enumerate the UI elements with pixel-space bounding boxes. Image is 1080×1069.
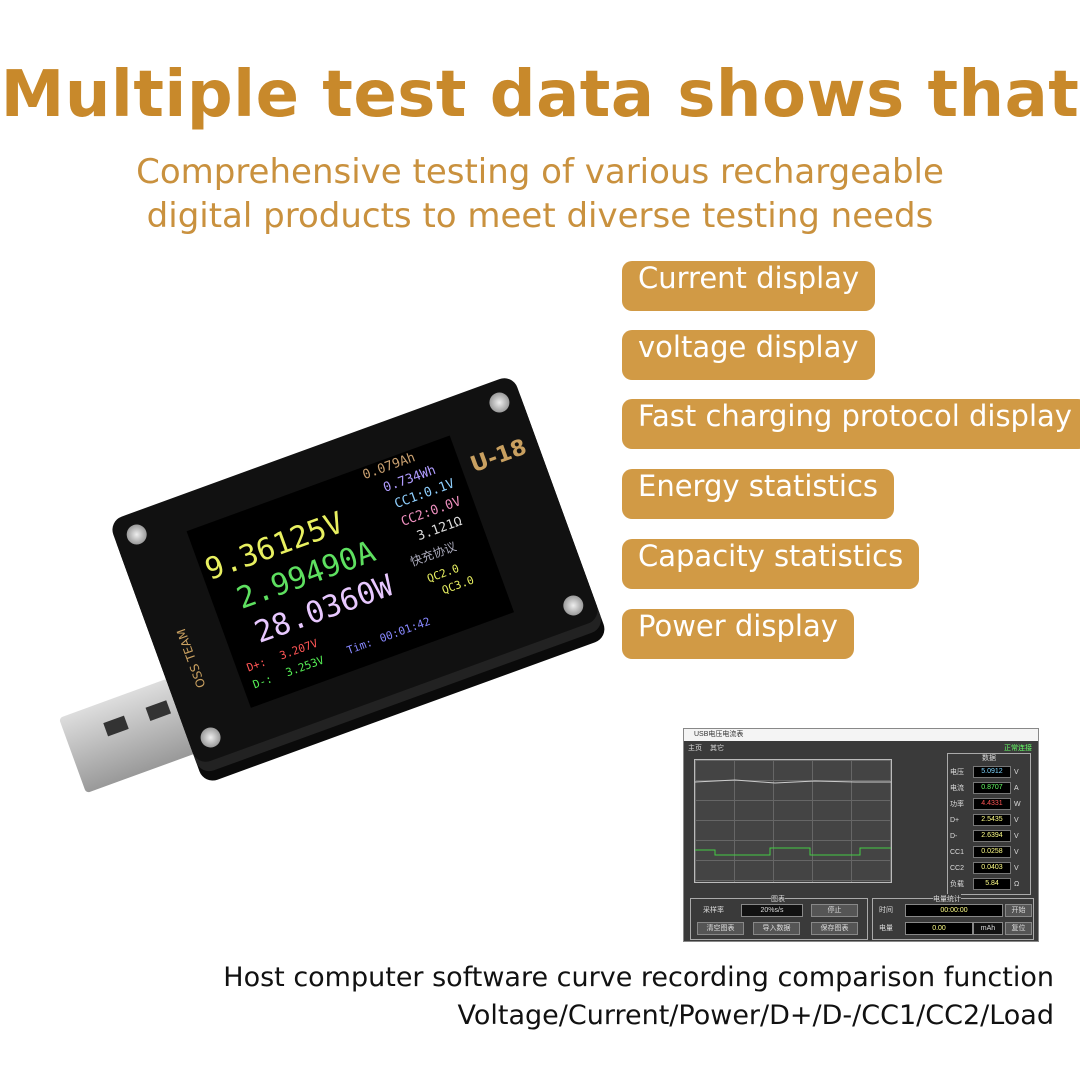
dminus-label: D-: — [251, 672, 275, 692]
panel-title: 数据 — [982, 755, 996, 762]
import-data-button[interactable]: 导入数据 — [753, 922, 800, 935]
rate-label: 采样率 — [703, 907, 724, 914]
headline: Multiple test data shows that — [0, 58, 1080, 132]
device-logo: U-18 — [467, 434, 531, 479]
reading-value: 2.6394 — [973, 830, 1011, 842]
reading-label: 电压 — [950, 769, 964, 776]
chart-group: 图表 采样率 20%s/s 停止 清空图表 导入数据 保存图表 — [690, 894, 868, 940]
reading-label: D+ — [950, 816, 960, 824]
curve-lines — [694, 779, 891, 856]
device-screen: 9.36125V 2.99490A 28.0360W 0.079Ah 0.734… — [186, 435, 515, 708]
reading-value: 2.5435 — [973, 814, 1011, 826]
reading-unit: W — [1014, 800, 1021, 808]
reading-label: 功率 — [950, 801, 964, 808]
reading-unit: V — [1014, 816, 1019, 824]
tab-home[interactable]: 主页 — [688, 745, 702, 752]
reading-unit: Ω — [1014, 880, 1020, 888]
dplus-label: D+: — [244, 655, 269, 675]
screw-icon — [560, 592, 587, 619]
reading-value: 4.4331 — [973, 798, 1011, 810]
feature-pill: Fast charging protocol display — [622, 399, 1080, 449]
brand-logo: OSS TEAM — [174, 626, 209, 690]
subtitle-line-1: Comprehensive testing of various recharg… — [136, 152, 944, 192]
tab-other[interactable]: 其它 — [710, 745, 724, 752]
feature-pill: Energy statistics — [622, 469, 895, 519]
time-display: 00:00:00 — [905, 904, 1003, 917]
reading-value: 0.0258 — [973, 846, 1011, 858]
reading-value: 0.8707 — [973, 782, 1011, 794]
stop-button[interactable]: 停止 — [811, 904, 858, 917]
current-curve — [695, 847, 891, 856]
connection-status: 正常连接 — [1004, 745, 1032, 752]
feature-pill: Power display — [622, 609, 854, 659]
feature-pill: Current display — [622, 261, 876, 311]
reading-unit: A — [1014, 784, 1019, 792]
reset-button[interactable]: 复位 — [1005, 922, 1032, 935]
voltage-curve — [694, 779, 891, 784]
screw-icon — [486, 389, 513, 416]
start-button[interactable]: 开始 — [1005, 904, 1032, 917]
screw-icon — [197, 724, 224, 751]
caption-line-2: Voltage/Current/Power/D+/D-/CC1/CC2/Load — [457, 1000, 1054, 1031]
reading-unit: V — [1014, 768, 1019, 776]
feature-pill: voltage display — [622, 330, 875, 380]
reading-value: 0.0403 — [973, 862, 1011, 874]
reading-value: 5.84 — [973, 878, 1011, 890]
reading-label: D- — [950, 832, 958, 840]
amount-label: 电量 — [879, 925, 893, 932]
reading-label: 电流 — [950, 785, 964, 792]
feature-pill: Capacity statistics — [622, 539, 920, 589]
rate-select[interactable]: 20%s/s — [741, 904, 803, 917]
time-label: 时间 — [879, 907, 893, 914]
time-reading: 00:01:42 — [377, 614, 433, 646]
time-label: Tim: — [345, 635, 375, 658]
reading-label: 负载 — [950, 881, 964, 888]
window-title: USB电压电流表 — [684, 729, 1038, 741]
amount-display: 0.00 — [905, 922, 973, 935]
reading-value: 5.0912 — [973, 766, 1011, 778]
reading-unit: V — [1014, 864, 1019, 872]
reading-unit: V — [1014, 848, 1019, 856]
curve-chart — [694, 759, 892, 883]
group-label: 电量统计 — [933, 894, 961, 904]
reading-unit: V — [1014, 832, 1019, 840]
unit-select[interactable]: mAh — [973, 922, 1003, 935]
usb-tester-device: U-18 OSS TEAM 9.36125V 2.99490A 28.0360W… — [108, 374, 602, 766]
group-label: 图表 — [771, 894, 785, 904]
caption-line-1: Host computer software curve recording c… — [223, 962, 1054, 993]
energy-group: 电量统计 时间 00:00:00 开始 电量 0.00 mAh 复位 — [872, 894, 1034, 940]
subtitle-line-2: digital products to meet diverse testing… — [146, 196, 934, 236]
screw-icon — [123, 521, 150, 548]
clear-chart-button[interactable]: 清空图表 — [697, 922, 744, 935]
save-chart-button[interactable]: 保存图表 — [811, 922, 858, 935]
reading-label: CC1 — [950, 848, 965, 856]
reading-label: CC2 — [950, 864, 965, 872]
